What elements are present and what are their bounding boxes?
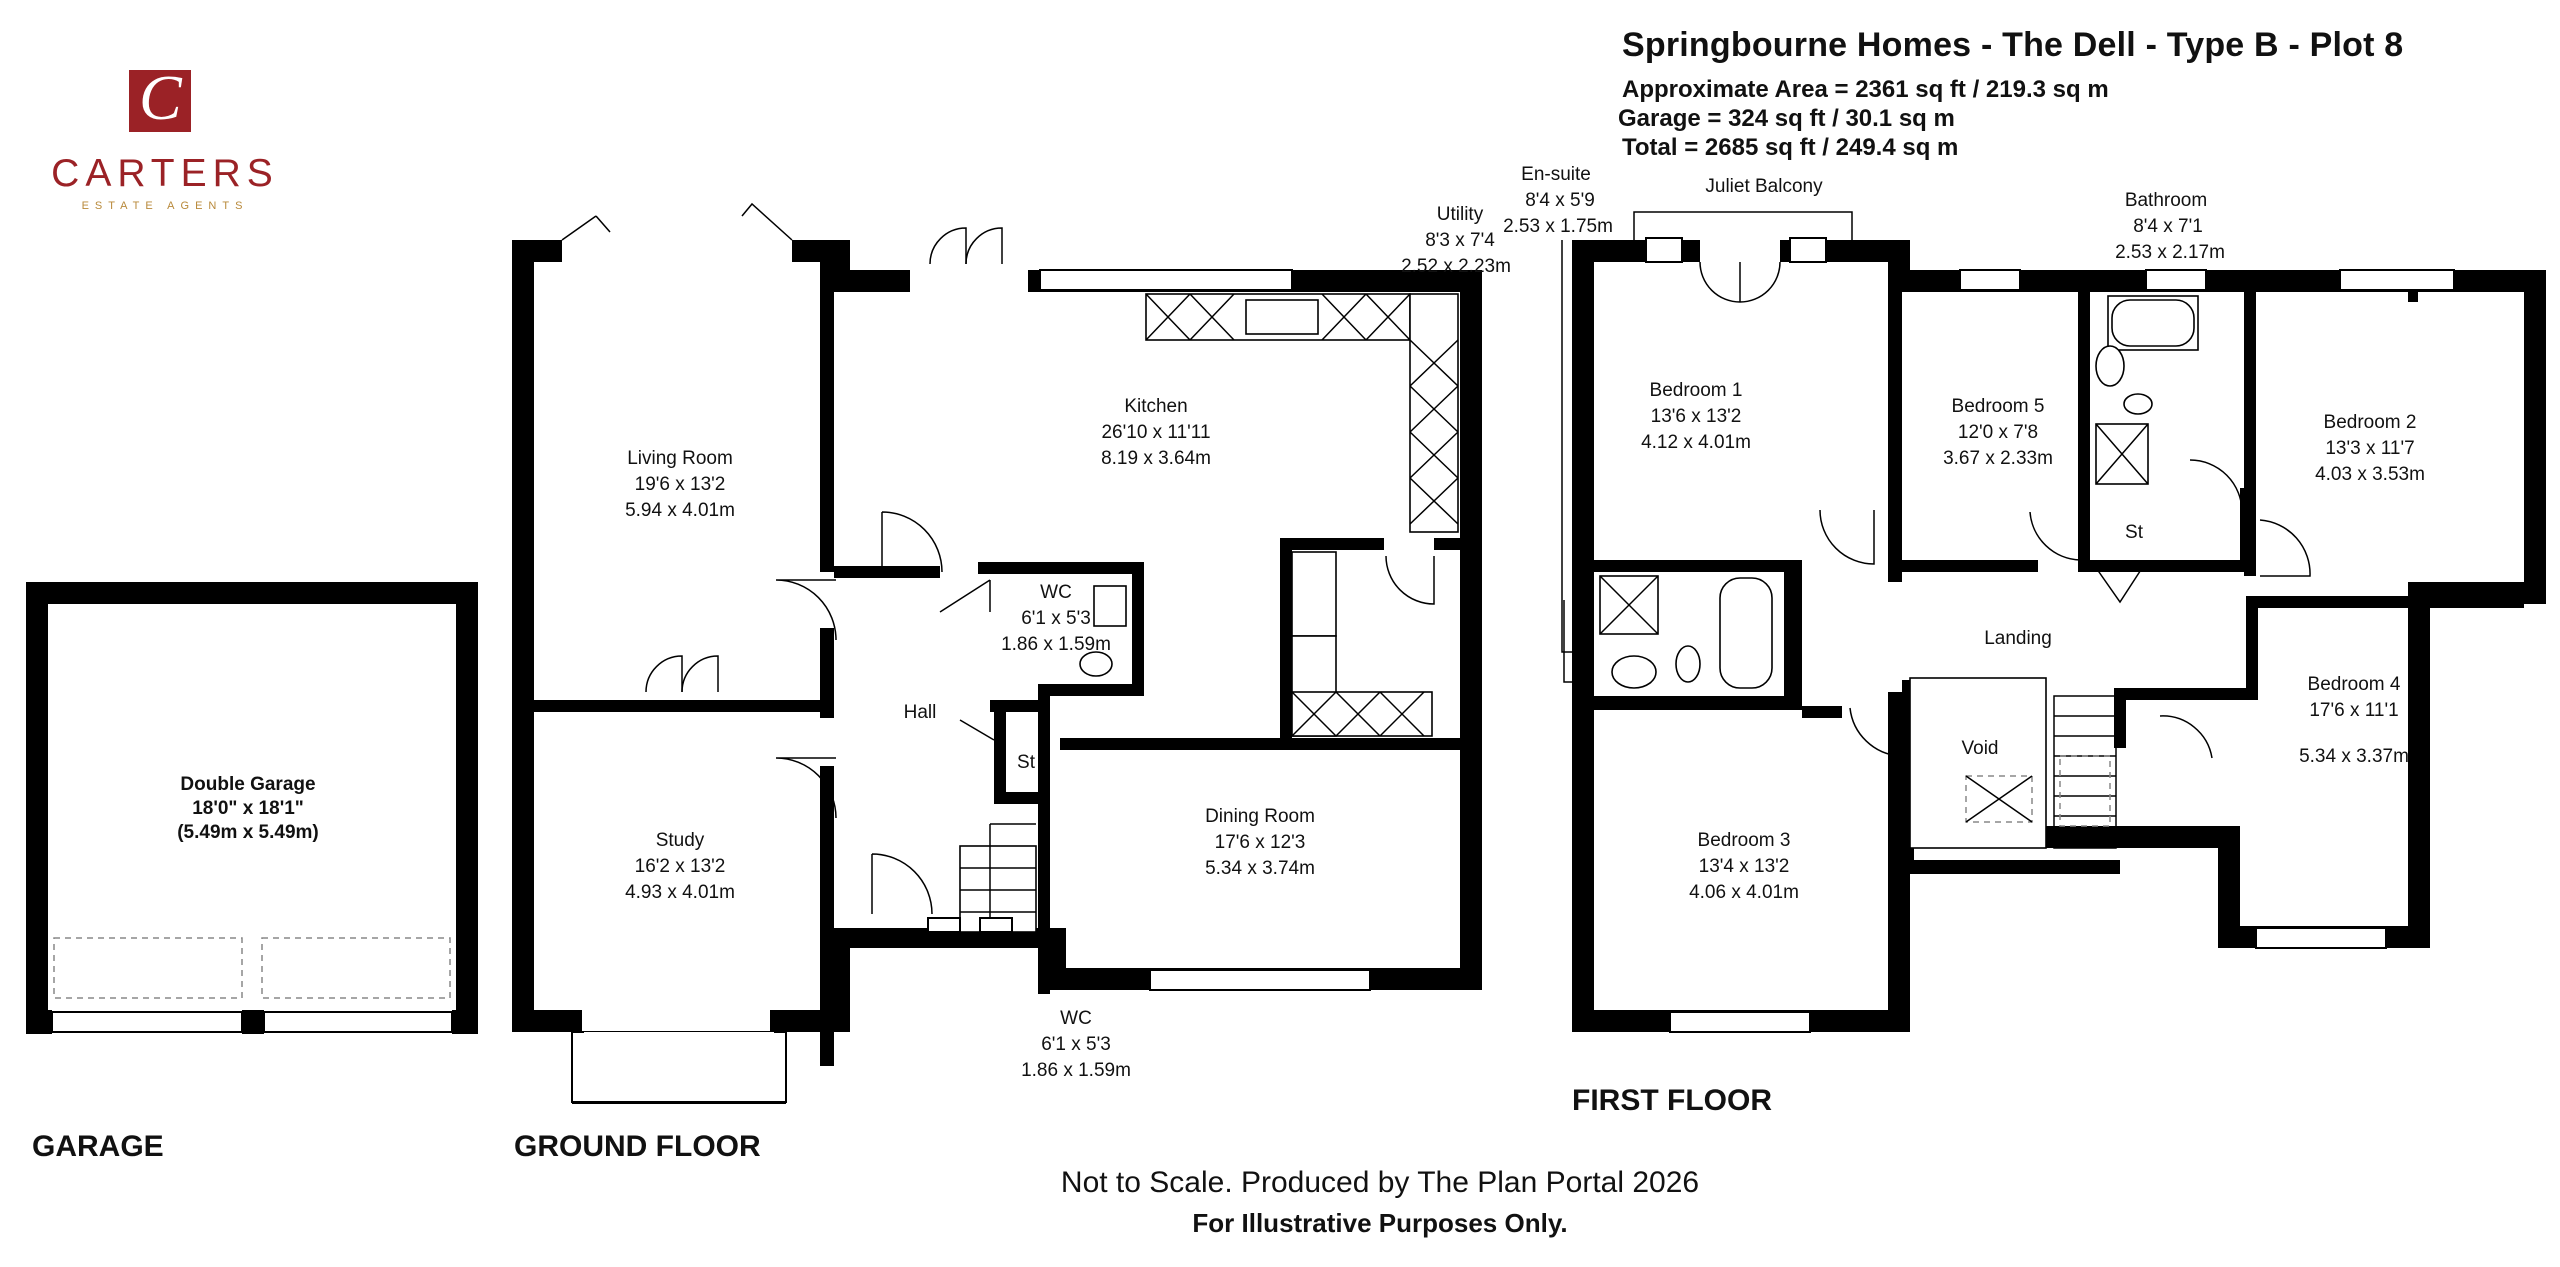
kitchen-name: Kitchen: [1124, 396, 1187, 417]
study-name: Study: [656, 830, 705, 851]
garage-door-right: [263, 1011, 453, 1033]
living-room-name: Living Room: [627, 448, 733, 469]
landing-name: Landing: [1984, 628, 2052, 649]
wc-upper-dims-imperial: 6'1 x 5'3: [1021, 608, 1091, 629]
first-floor-doors: [1819, 459, 2311, 759]
garage-plan: Double Garage 18'0" x 18'1" (5.49m x 5.4…: [26, 582, 478, 1034]
garage-dims-imperial: 18'0" x 18'1": [192, 798, 304, 819]
kitchen-units: [1145, 293, 1459, 737]
ground-floor-plan: Living Room 19'6 x 13'2 5.94 x 4.01m Stu…: [512, 202, 1511, 1104]
bedroom-2-name: Bedroom 2: [2324, 412, 2417, 433]
utility-dims-metric: 2.52 x 2.23m: [1401, 256, 1511, 277]
dining-room-name: Dining Room: [1205, 806, 1315, 827]
utility-dims-imperial: 8'3 x 7'4: [1425, 230, 1495, 251]
bedroom-4-dims-metric: 5.34 x 3.37m: [2299, 746, 2409, 767]
wc-lower-name: WC: [1060, 1008, 1092, 1029]
hall-name: Hall: [904, 702, 937, 723]
wc-lower-dims-metric: 1.86 x 1.59m: [1021, 1060, 1131, 1081]
garage-name: Double Garage: [180, 774, 315, 795]
logo-tagline: ESTATE AGENTS: [81, 200, 249, 212]
study-dims-metric: 4.93 x 4.01m: [625, 882, 735, 903]
wc-upper-name: WC: [1040, 582, 1072, 603]
bedroom-1-name: Bedroom 1: [1650, 380, 1743, 401]
living-room-dims-metric: 5.94 x 4.01m: [625, 500, 735, 521]
utility-name: Utility: [1437, 204, 1484, 225]
void-name: Void: [1962, 738, 1999, 759]
first-floor-label: FIRST FLOOR: [1572, 1084, 1772, 1117]
wc-upper-dims-metric: 1.86 x 1.59m: [1001, 634, 1111, 655]
st-ground-name: St: [1017, 752, 1036, 773]
bedroom-1-dims-imperial: 13'6 x 13'2: [1651, 406, 1742, 427]
en-suite-dims-metric: 2.53 x 1.75m: [1503, 216, 1613, 237]
footer-disclaimer: For Illustrative Purposes Only.: [1192, 1208, 1568, 1238]
bathroom-dims-metric: 2.53 x 2.17m: [2115, 242, 2225, 263]
bedroom-2-dims-metric: 4.03 x 3.53m: [2315, 464, 2425, 485]
juliet-balcony-rail: [1633, 211, 1853, 240]
garage-door-left: [51, 1011, 243, 1033]
bathroom-dims-imperial: 8'4 x 7'1: [2133, 216, 2203, 237]
ground-floor-label: GROUND FLOOR: [514, 1130, 761, 1163]
study-dims-imperial: 16'2 x 13'2: [635, 856, 726, 877]
bedroom-5-dims-metric: 3.67 x 2.33m: [1943, 448, 2053, 469]
utility-room: [1280, 538, 1292, 748]
bedroom-2-dims-imperial: 13'3 x 11'7: [2325, 438, 2414, 459]
plan-title: Springbourne Homes - The Dell - Type B -…: [1622, 26, 2404, 64]
stair-void: [1909, 677, 2047, 849]
st-first-name: St: [2125, 522, 2144, 543]
wc-room: [978, 562, 1144, 574]
living-room-dims-imperial: 19'6 x 13'2: [635, 474, 726, 495]
dining-room-dims-imperial: 17'6 x 12'3: [1215, 832, 1306, 853]
bedroom-5-name: Bedroom 5: [1952, 396, 2045, 417]
bedroom-1-dims-metric: 4.12 x 4.01m: [1641, 432, 1751, 453]
wc-lower-dims-imperial: 6'1 x 5'3: [1041, 1034, 1111, 1055]
ground-floor-doors: [561, 202, 1435, 915]
garage-area: Garage = 324 sq ft / 30.1 sq m: [1618, 105, 1955, 132]
juliet-balcony-name: Juliet Balcony: [1705, 176, 1823, 197]
bedroom-3-dims-metric: 4.06 x 4.01m: [1689, 882, 1799, 903]
bedroom-5-dims-imperial: 12'0 x 7'8: [1958, 422, 2038, 443]
kitchen-dims-metric: 8.19 x 3.64m: [1101, 448, 1211, 469]
en-suite-dims-imperial: 8'4 x 5'9: [1525, 190, 1595, 211]
bedroom-3-name: Bedroom 3: [1698, 830, 1791, 851]
bathroom-fixtures: [1563, 295, 2199, 689]
logo-name: CARTERS: [51, 152, 279, 195]
bedroom-4-name: Bedroom 4: [2308, 674, 2401, 695]
total-area: Total = 2685 sq ft / 249.4 sq m: [1622, 134, 1959, 161]
approx-area: Approximate Area = 2361 sq ft / 219.3 sq…: [1622, 76, 2109, 103]
footer-note: Not to Scale. Produced by The Plan Porta…: [1060, 1166, 1700, 1199]
bathroom-name: Bathroom: [2125, 190, 2207, 211]
dining-room-dims-metric: 5.34 x 3.74m: [1205, 858, 1315, 879]
plan-header: Springbourne Homes - The Dell - Type B -…: [1618, 26, 2404, 162]
first-floor-stairs: [2053, 695, 2117, 849]
bedroom-3-dims-imperial: 13'4 x 13'2: [1699, 856, 1790, 877]
en-suite-name: En-suite: [1521, 164, 1591, 185]
kitchen-dims-imperial: 26'10 x 11'11: [1101, 422, 1210, 443]
garage-dims-metric: (5.49m x 5.49m): [177, 822, 319, 843]
logo-initial: C: [139, 62, 182, 133]
first-floor-plan: En-suite 8'4 x 5'9 2.53 x 1.75m Juliet B…: [1503, 164, 2546, 1033]
bedroom-4-dims-imperial: 17'6 x 11'1: [2309, 700, 2398, 721]
logo-mark: C: [129, 66, 191, 132]
garage-floor-label: GARAGE: [32, 1130, 164, 1163]
